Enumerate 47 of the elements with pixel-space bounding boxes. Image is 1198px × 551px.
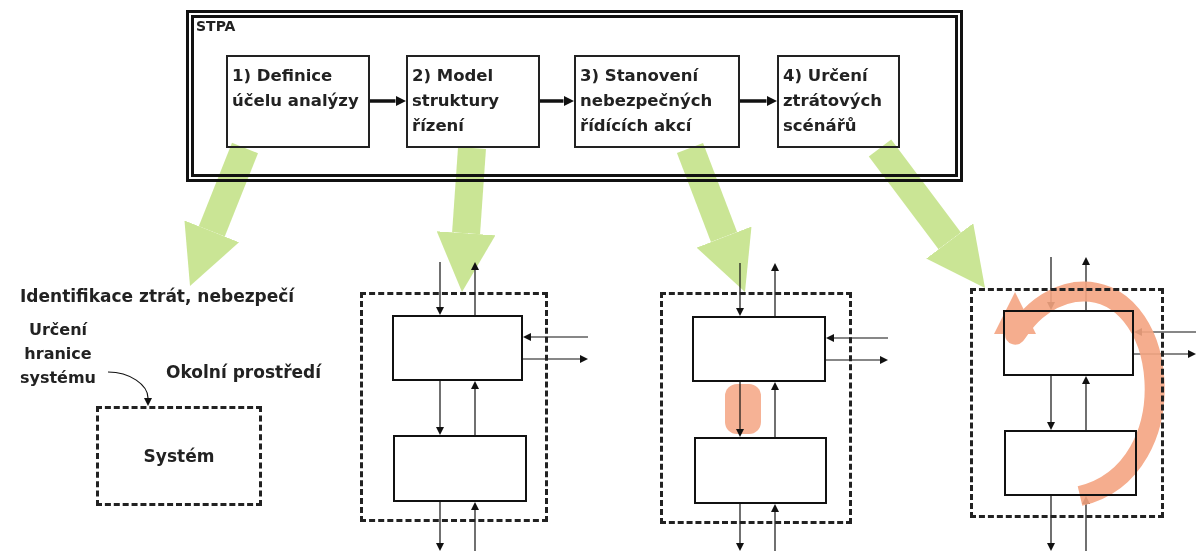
step-box: 4) Určení ztrátových scénářů: [777, 55, 900, 148]
arrow: [540, 95, 574, 107]
arrow: [771, 504, 779, 551]
step-box: 2) Model struktury řízení: [406, 55, 540, 148]
fat-arrow: [184, 142, 258, 286]
arrow: [370, 95, 406, 107]
step-box: 1) Definice účelu analýzy: [226, 55, 370, 148]
block-box: [392, 315, 523, 381]
arrow: [436, 380, 444, 435]
block-box: [1004, 430, 1137, 496]
step-box: 3) Stanovení nebezpečných řídících akcí: [574, 55, 740, 148]
process-frame: [186, 10, 963, 182]
arrow: [522, 355, 588, 363]
group-title: STPA: [196, 18, 236, 34]
note-text: Určení hranice systému: [8, 318, 108, 396]
arrow: [1082, 376, 1090, 431]
fat-arrow: [676, 143, 752, 292]
block-box: [1003, 310, 1134, 376]
arrow: [826, 334, 889, 342]
block-box: [694, 437, 827, 504]
arrow: [771, 263, 779, 317]
note-text: Identifikace ztrát, nebezpečí: [20, 286, 350, 314]
arrow: [736, 381, 744, 437]
arrow: [825, 356, 888, 364]
arrow: [736, 503, 744, 551]
arrow: [1047, 495, 1055, 551]
block-box: [692, 316, 826, 382]
arrow: [736, 262, 744, 316]
arrow: [471, 502, 479, 551]
arrow: [771, 382, 779, 438]
boundary-box: [660, 292, 852, 524]
boundary-box: Systém: [96, 406, 262, 506]
fat-arrow: [868, 139, 985, 288]
block-box: [393, 435, 527, 502]
arrow: [471, 262, 479, 316]
arrow: [523, 333, 589, 341]
arrow: [436, 501, 444, 551]
fat-arrow: [436, 147, 496, 292]
loop-arrow: [994, 282, 1165, 506]
arrow: [740, 95, 777, 107]
boundary-box: [360, 292, 548, 522]
area-label: Okolní prostředí: [166, 362, 322, 382]
arrow: [436, 261, 444, 315]
leader-line: [107, 371, 152, 406]
arrow: [471, 381, 479, 436]
arrow: [1047, 375, 1055, 430]
boundary-box: [970, 288, 1164, 518]
